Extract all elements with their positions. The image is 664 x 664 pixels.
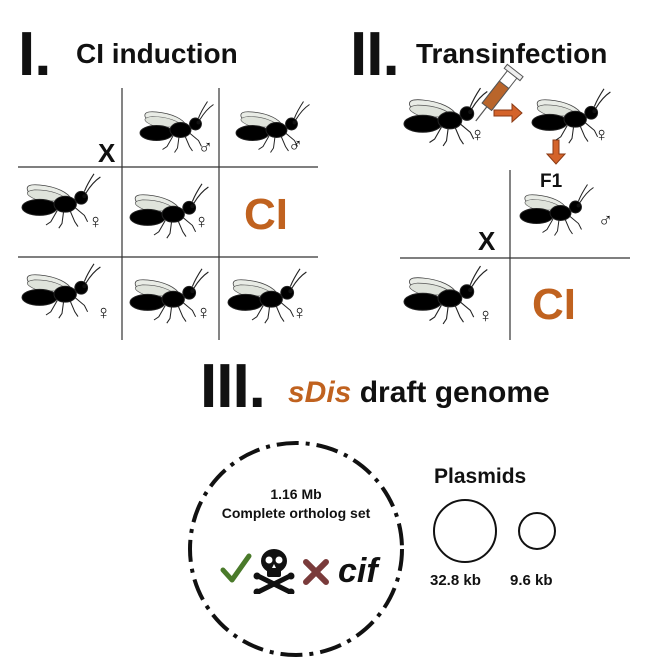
female-symbol-ii-3: ♀ <box>478 305 493 327</box>
plasmids-title: Plasmids <box>434 465 527 488</box>
plasmid-large <box>433 499 497 563</box>
genome-circle <box>188 441 404 657</box>
plasmid-small-size: 9.6 kb <box>510 572 553 589</box>
check-icon <box>220 553 252 583</box>
f1-male-wasp <box>519 183 595 237</box>
female-symbol-ii-1: ♀ <box>470 124 485 146</box>
female-symbol-2: ♀ <box>194 211 209 233</box>
plasmid-small <box>518 512 556 550</box>
female-wasp-uninfected-ii <box>403 265 488 325</box>
arrow-right-icon <box>493 102 523 124</box>
ci-result-1: CI <box>244 190 288 239</box>
female-wasp-infected <box>21 263 101 319</box>
female-symbol-1: ♀ <box>88 211 103 233</box>
male-symbol-1: ♂ <box>198 137 213 159</box>
section-1-title: CI induction <box>76 38 238 69</box>
x-mark-icon <box>303 559 329 585</box>
syringe-icon <box>475 63 524 122</box>
genome-size: 1.16 Mb <box>270 486 322 502</box>
section-1-numeral: I. <box>18 20 51 89</box>
ci-result-2: CI <box>532 280 576 329</box>
cross-symbol-2: X <box>478 226 496 256</box>
plasmid-large-size: 32.8 kb <box>430 572 481 589</box>
male-symbol-ii: ♂ <box>598 210 613 232</box>
section-3-title: sDis draft genome <box>288 378 550 408</box>
skull-crossbones-icon <box>253 549 295 594</box>
section-2-title: Transinfection <box>416 38 608 69</box>
section-2-numeral: II. <box>350 20 400 89</box>
female-symbol-3: ♀ <box>96 302 111 324</box>
female-symbol-5: ♀ <box>292 302 307 324</box>
f1-label: F1 <box>540 171 563 192</box>
male-symbol-2: ♂ <box>288 135 303 157</box>
genome-note: Complete ortholog set <box>221 505 371 521</box>
gene-name: cif <box>338 552 378 590</box>
female-symbol-ii-2: ♀ <box>594 124 609 146</box>
section-3-title-rest: draft genome <box>359 376 550 409</box>
female-symbol-4: ♀ <box>196 302 211 324</box>
cross-symbol-1: X <box>98 138 116 168</box>
section-3-numeral: III. <box>200 352 266 421</box>
symbiont-name: sDis <box>288 376 352 409</box>
arrow-down-icon <box>545 139 567 165</box>
